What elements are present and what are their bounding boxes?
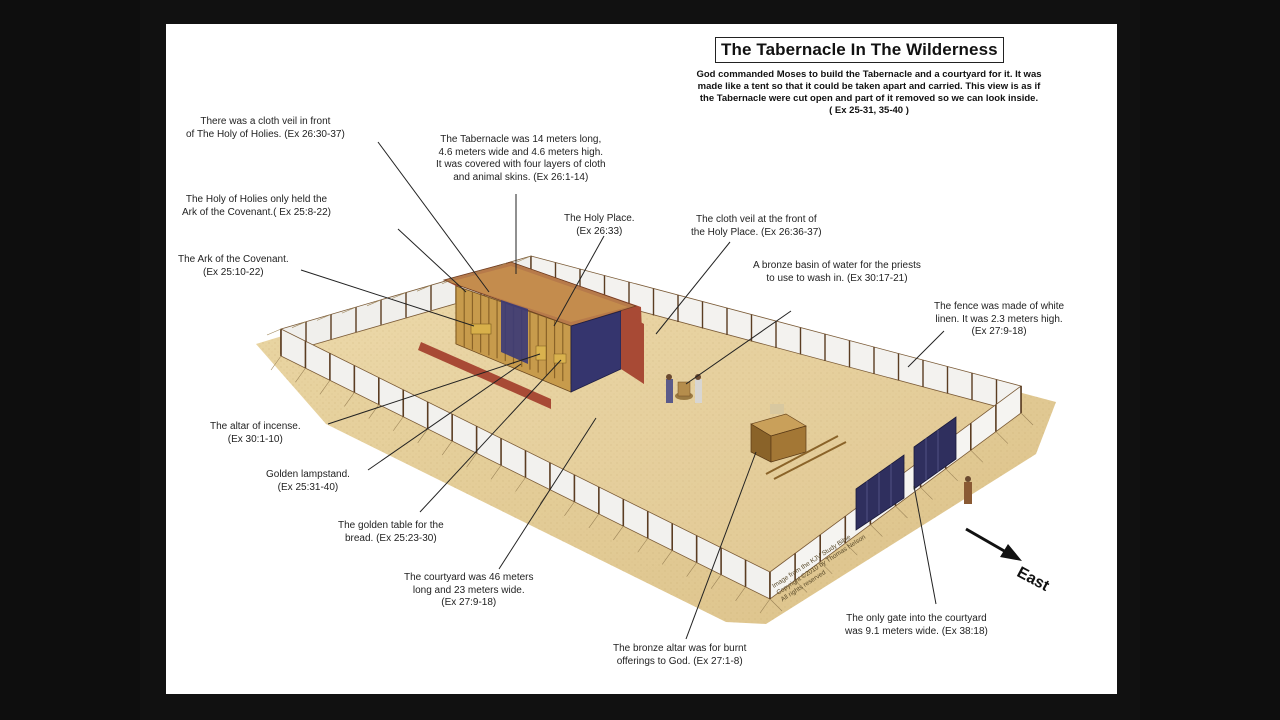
tent-stake-rope xyxy=(466,453,477,468)
tent-stake-rope xyxy=(516,255,532,263)
tent-stake-rope xyxy=(515,477,526,492)
label-altar-of-incense: The altar of incense. (Ex 30:1-10) xyxy=(210,421,301,445)
tent-stake-rope xyxy=(920,487,933,500)
label-fence: The fence was made of white linen. It wa… xyxy=(934,301,1065,337)
tent-stake-rope xyxy=(344,392,355,407)
tent-stake-rope xyxy=(291,321,307,328)
intro-line: ( Ex 25-31, 35-40 ) xyxy=(829,105,909,116)
tent-stake-rope xyxy=(393,416,404,431)
tent-stake-rope xyxy=(870,524,883,537)
east-arrow xyxy=(965,527,1022,561)
diagram-title: The Tabernacle In The Wilderness xyxy=(715,37,1004,63)
intro-text: God commanded Moses to build the Taberna… xyxy=(644,69,1094,117)
tabernacle-illustration xyxy=(256,141,1056,640)
label-bronze-basin: A bronze basin of water for the priests … xyxy=(753,260,921,284)
tent-stake-rope xyxy=(319,380,331,395)
label-holy-place: The Holy Place. (Ex 26:33) xyxy=(564,213,635,237)
label-golden-lampstand: Golden lampstand. (Ex 25:31-40) xyxy=(266,469,350,493)
tent-stake-rope xyxy=(945,468,958,482)
label-veil-holy-of-holies: There was a cloth veil in front of The H… xyxy=(186,116,345,140)
tent-stake-rope xyxy=(295,367,306,383)
tent-stake-rope xyxy=(266,328,282,336)
intro-line: made like a tent so that it could be tak… xyxy=(697,81,1041,92)
tent-stake-rope xyxy=(270,355,282,371)
tabernacle-tent xyxy=(418,261,644,409)
leader-lines xyxy=(300,141,945,640)
label-ark-of-covenant: The Ark of the Covenant. (Ex 25:10-22) xyxy=(178,254,289,278)
tent-stake-rope xyxy=(759,598,771,614)
tent-stake-rope xyxy=(995,431,1009,444)
tent-stake-rope xyxy=(686,562,697,577)
label-golden-table: The golden table for the bread. (Ex 25:2… xyxy=(338,520,444,544)
letterbox-right xyxy=(1140,0,1280,720)
tent-stake-rope xyxy=(564,501,575,516)
tent-stake-rope xyxy=(466,270,482,277)
label-holy-of-holies: The Holy of Holies only held the Ark of … xyxy=(182,194,331,218)
label-tabernacle-dimensions: The Tabernacle was 14 meters long, 4.6 m… xyxy=(436,134,606,183)
tent-stake-rope xyxy=(769,598,783,612)
tent-stake-rope xyxy=(316,314,332,321)
tent-stake-rope xyxy=(794,580,808,593)
tent-stake-rope xyxy=(441,277,457,285)
person-figure xyxy=(964,476,972,504)
tent-stake-rope xyxy=(490,465,502,480)
letterbox-left xyxy=(0,0,140,720)
diagram-sheet: The Tabernacle In The Wilderness God com… xyxy=(166,24,1117,694)
label-bronze-altar: The bronze altar was for burnt offerings… xyxy=(613,643,747,667)
tent-stake-rope xyxy=(441,440,453,456)
tent-stake-rope xyxy=(1020,412,1034,426)
tent-stake-rope xyxy=(661,550,673,565)
tent-stake-rope xyxy=(710,574,722,589)
tent-stake-rope xyxy=(895,505,908,519)
intro-line: God commanded Moses to build the Taberna… xyxy=(696,69,1042,80)
tent-stake-rope xyxy=(368,404,380,419)
tent-stake-rope xyxy=(341,306,357,314)
tent-stake-rope xyxy=(416,284,432,292)
label-gate: The only gate into the courtyard was 9.1… xyxy=(845,613,988,637)
tent-stake-rope xyxy=(637,538,648,553)
tent-stake-rope xyxy=(845,542,858,556)
tent-stakes xyxy=(266,255,1034,614)
tent-stake-rope xyxy=(366,299,382,307)
courtyard-gate xyxy=(855,416,957,531)
tent-stake-rope xyxy=(735,586,746,602)
tent-stake-rope xyxy=(613,525,624,541)
tent-stake-rope xyxy=(970,449,984,463)
bronze-basin xyxy=(666,374,702,403)
tent-stake-rope xyxy=(391,292,407,299)
tent-stake-rope xyxy=(491,263,507,270)
tent-stake-rope xyxy=(588,513,600,529)
bronze-altar xyxy=(750,404,847,480)
label-veil-holy-place: The cloth veil at the front of the Holy … xyxy=(691,214,822,238)
intro-line: the Tabernacle were cut open and part of… xyxy=(699,93,1039,104)
tent-stake-rope xyxy=(819,561,833,575)
tent-stake-rope xyxy=(417,428,428,444)
label-courtyard: The courtyard was 46 meters long and 23 … xyxy=(404,572,534,608)
